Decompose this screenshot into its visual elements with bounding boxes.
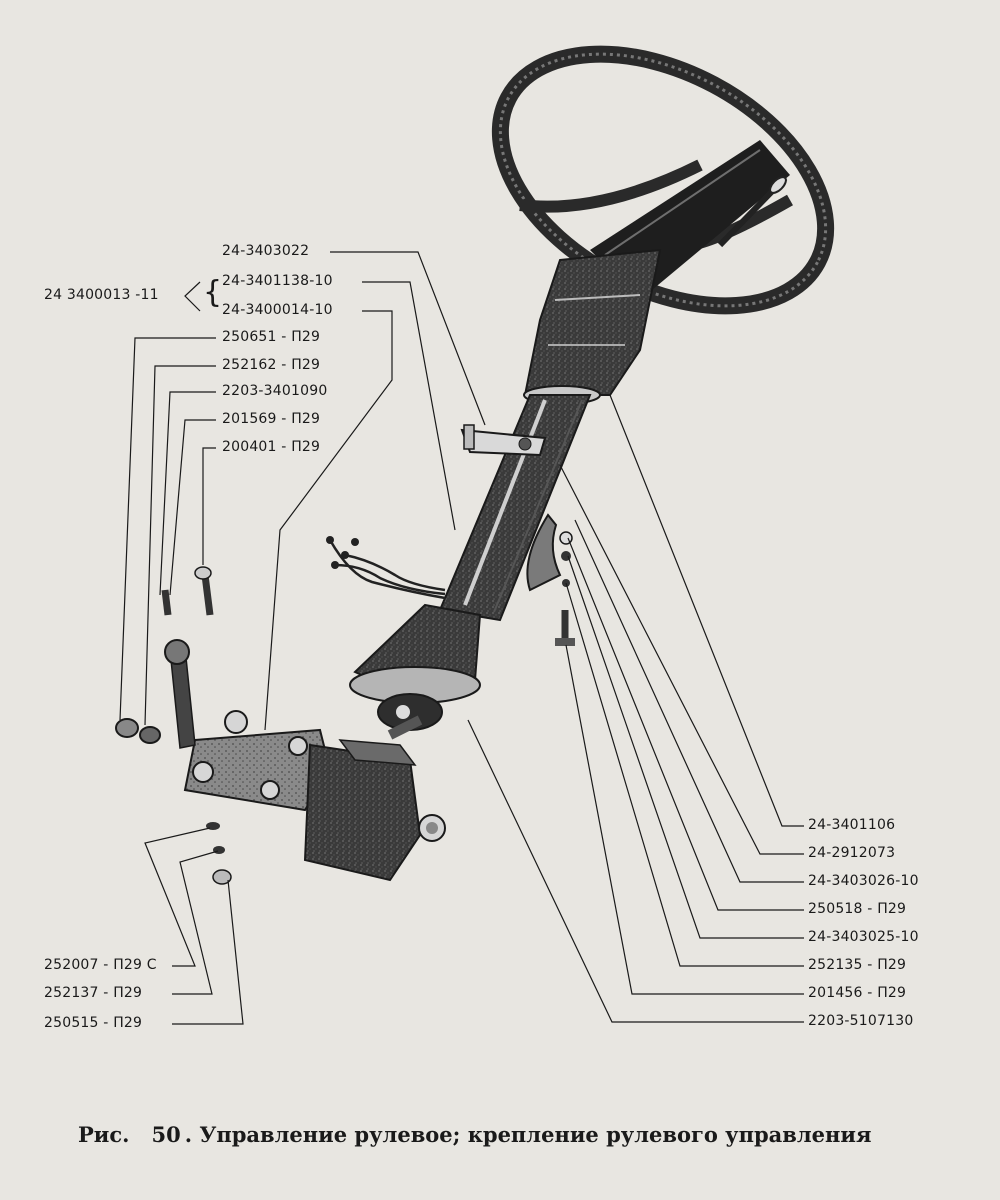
callout-2203-3401090: 2203-3401090 [222, 383, 328, 399]
caption-number: 50 [151, 1122, 181, 1147]
steering-wheel [491, 45, 835, 315]
caption-prefix: Рис. [78, 1122, 130, 1147]
callout-252135: 252135 - П29 [808, 957, 907, 973]
loose-bolts [161, 566, 232, 885]
callout-252007: 252007 - П29 С [44, 957, 157, 973]
callout-24-3401138-10: 24-3401138-10 [222, 273, 333, 289]
pitman-arm [115, 639, 196, 749]
steering-column-shroud [523, 248, 662, 405]
callout-24-2912073: 24-2912073 [808, 845, 896, 861]
column-mounting-bracket [526, 513, 575, 646]
callout-200401: 200401 - П29 [222, 439, 321, 455]
callout-250651: 250651 - П29 [222, 329, 321, 345]
callout-252162: 252162 - П29 [222, 357, 321, 373]
callout-201569: 201569 - П29 [222, 411, 321, 427]
callout-24-3403025-10: 24-3403025-10 [808, 929, 919, 945]
wiring-harness [326, 536, 446, 600]
callout-24-3403022: 24-3403022 [222, 243, 310, 259]
caption-text: . Управление рулевое; крепление рулевого… [184, 1122, 872, 1147]
callout-250518: 250518 - П29 [808, 901, 907, 917]
column-boot [349, 603, 482, 731]
callout-24-3403026-10: 24-3403026-10 [808, 873, 919, 889]
steering-column-tube [438, 394, 592, 622]
steering-gear-box [183, 710, 446, 882]
callout-2203-5107130: 2203-5107130 [808, 1013, 914, 1029]
group-brace: { [203, 275, 223, 310]
callout-24-3400014-10: 24-3400014-10 [222, 302, 333, 318]
callout-201456: 201456 - П29 [808, 985, 907, 1001]
callout-252137: 252137 - П29 [44, 985, 143, 1001]
callout-24-3401106: 24-3401106 [808, 817, 896, 833]
figure-caption: Рис. 50. Управление рулевое; крепление ру… [78, 1122, 872, 1147]
leader-lines [119, 251, 804, 1025]
callout-250515: 250515 - П29 [44, 1015, 143, 1031]
callout-group-24-3400013-11: 24 3400013 -11 [44, 287, 159, 303]
